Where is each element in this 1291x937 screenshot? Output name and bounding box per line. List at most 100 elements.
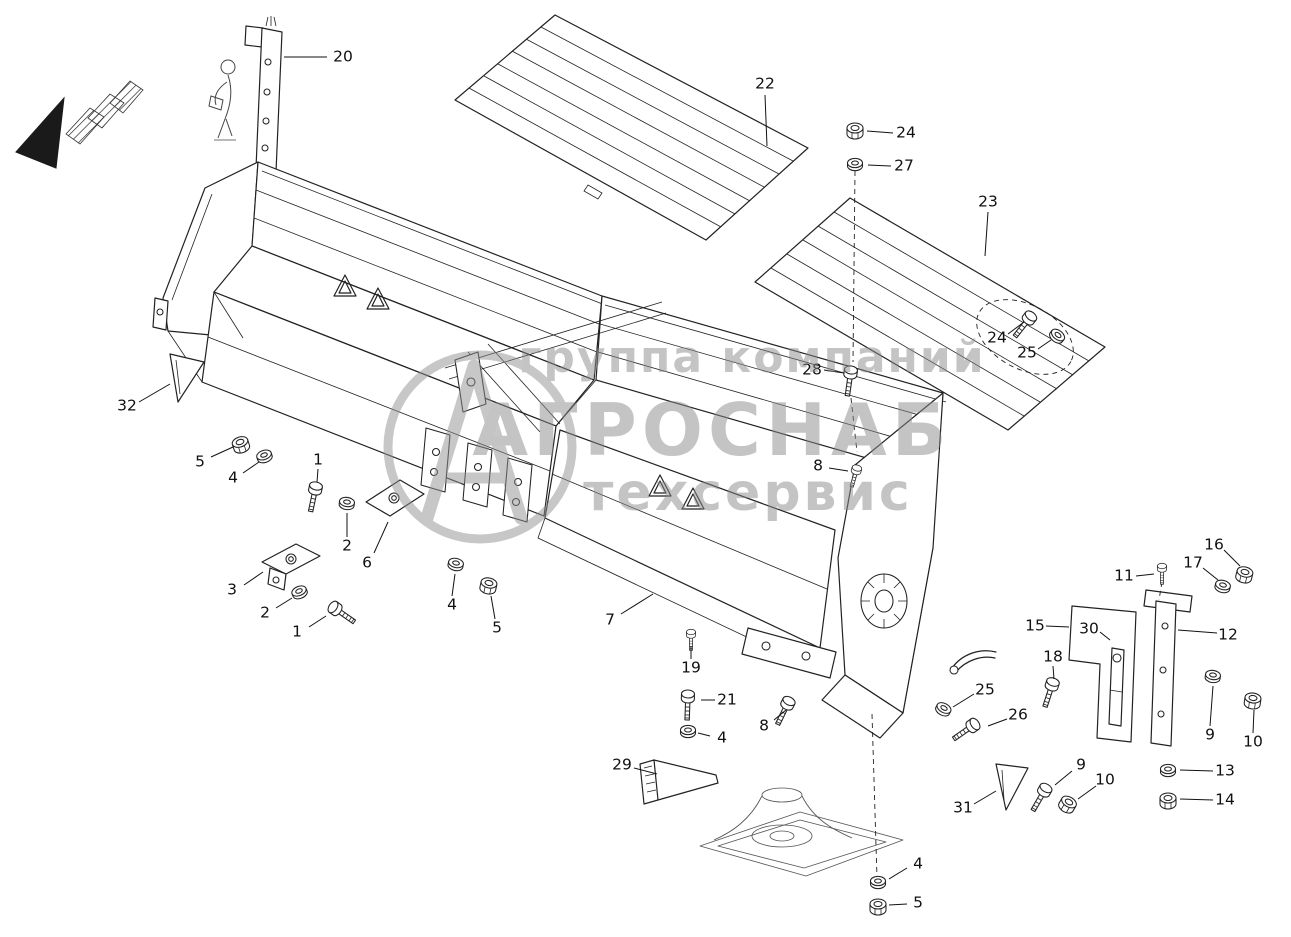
callout-label-13-40: 13	[1215, 762, 1235, 780]
callout-leader-14-41	[1179, 798, 1214, 801]
callout-leader-25-26	[952, 693, 975, 708]
watermark-line3: техсервис	[583, 463, 912, 523]
callout-label-25-26: 25	[975, 681, 995, 699]
callout-leader-17-35	[1202, 567, 1219, 581]
callout-leader-26-27	[987, 718, 1008, 727]
callout-leader-8-20	[828, 467, 849, 472]
callout-leader-16-34	[1223, 549, 1241, 567]
callout-leader-13-40	[1179, 769, 1214, 772]
plug-11	[1157, 562, 1167, 585]
cover-panel-22	[454, 14, 809, 241]
callout-label-12-36: 12	[1218, 626, 1238, 644]
callout-label-30-33: 30	[1079, 620, 1099, 638]
callout-leader-23-4	[984, 211, 989, 257]
callout-label-10-39: 10	[1243, 733, 1263, 751]
washer-4d	[869, 875, 887, 890]
nut-5c	[869, 898, 887, 916]
small-parts	[169, 353, 1193, 811]
callout-leader-5-18	[490, 595, 496, 620]
bolt-9	[1026, 780, 1055, 815]
callout-label-1-11: 1	[313, 451, 323, 469]
callout-label-24-5: 24	[987, 329, 1007, 347]
callout-label-4-42: 4	[913, 855, 923, 873]
callout-label-4-23: 4	[717, 729, 727, 747]
bolt-18	[1038, 675, 1061, 710]
callout-leader-32-8	[138, 383, 171, 403]
callout-label-18-37: 18	[1043, 648, 1063, 666]
callout-leader-5-9	[210, 446, 234, 458]
callout-label-24-2: 24	[896, 124, 916, 142]
callout-leader-27-3	[867, 164, 892, 167]
callout-leader-7-19	[620, 593, 654, 615]
warning-triangle-decal	[333, 274, 705, 510]
callout-leader-12-36	[1177, 629, 1218, 634]
nut-14	[1159, 792, 1177, 810]
callout-label-20-0: 20	[333, 48, 353, 66]
callout-label-2-15: 2	[260, 604, 270, 622]
washer-27	[846, 157, 864, 172]
nut-24	[846, 122, 864, 140]
callout-label-6-13: 6	[362, 554, 372, 572]
callout-label-28-7: 28	[802, 361, 822, 379]
callout-label-5-43: 5	[913, 894, 923, 912]
callout-leader-15-32	[1045, 625, 1070, 628]
callout-leader-10-39	[1252, 709, 1255, 734]
callout-leader-4-10	[242, 461, 260, 474]
callout-label-26-27: 26	[1008, 706, 1028, 724]
callout-label-9-38: 9	[1205, 726, 1215, 744]
callout-leader-24-5	[1007, 321, 1025, 335]
nut-5b	[478, 575, 499, 596]
bolt-1b	[325, 598, 359, 628]
callout-label-7-19: 7	[605, 611, 615, 629]
callout-leader-30-33	[1099, 631, 1111, 641]
callout-leader-28-7	[823, 369, 845, 374]
callout-label-11-31: 11	[1114, 567, 1134, 585]
callout-label-16-34: 16	[1204, 536, 1224, 554]
washer-2b	[289, 583, 310, 602]
washer-4b	[446, 556, 465, 573]
callout-label-10-30: 10	[1095, 771, 1115, 789]
callout-label-9-29: 9	[1076, 756, 1086, 774]
washer-2	[337, 495, 356, 512]
callout-leader-24-2	[866, 130, 894, 134]
callout-label-8-20: 8	[813, 457, 823, 475]
callout-leader-8-24	[773, 709, 787, 721]
callout-leader-9-38	[1209, 685, 1214, 727]
callout-label-3-14: 3	[227, 581, 237, 599]
callout-leader-1-16	[308, 615, 327, 628]
base-pedestal	[699, 787, 904, 877]
watermark-line2: АГРОСНАБ	[472, 388, 951, 472]
callout-label-21-22: 21	[717, 691, 737, 709]
callout-label-5-18: 5	[492, 619, 502, 637]
callout-label-4-10: 4	[228, 469, 238, 487]
callout-leader-29-25	[633, 767, 658, 775]
washer-4c	[679, 724, 697, 739]
callout-leader-4-17	[451, 573, 456, 597]
watermark-line1: группа компаний	[518, 332, 985, 383]
callout-label-19-21: 19	[681, 659, 701, 677]
washer-17	[1213, 578, 1232, 595]
nut-16	[1234, 564, 1255, 586]
callout-label-29-25: 29	[612, 756, 632, 774]
callout-label-15-32: 15	[1025, 617, 1045, 635]
callout-leader-6-13	[373, 521, 389, 554]
callout-leader-2-15	[275, 597, 293, 609]
callout-label-32-8: 32	[117, 397, 137, 415]
callout-label-17-35: 17	[1183, 554, 1203, 572]
callout-label-31-28: 31	[953, 799, 973, 817]
callout-leader-25-6	[1037, 339, 1052, 350]
callout-label-2-12: 2	[342, 537, 352, 555]
callout-label-1-16: 1	[292, 623, 302, 641]
nut-5	[230, 434, 252, 456]
callout-leader-4-42	[888, 867, 908, 880]
callout-leader-5-43	[888, 903, 908, 906]
bolt-1	[303, 480, 324, 514]
operator-safety-pictogram	[208, 59, 236, 141]
callout-label-8-24: 8	[759, 717, 769, 735]
callout-label-25-6: 25	[1017, 344, 1037, 362]
callout-label-14-41: 14	[1215, 791, 1235, 809]
callout-leader-3-14	[243, 571, 264, 586]
